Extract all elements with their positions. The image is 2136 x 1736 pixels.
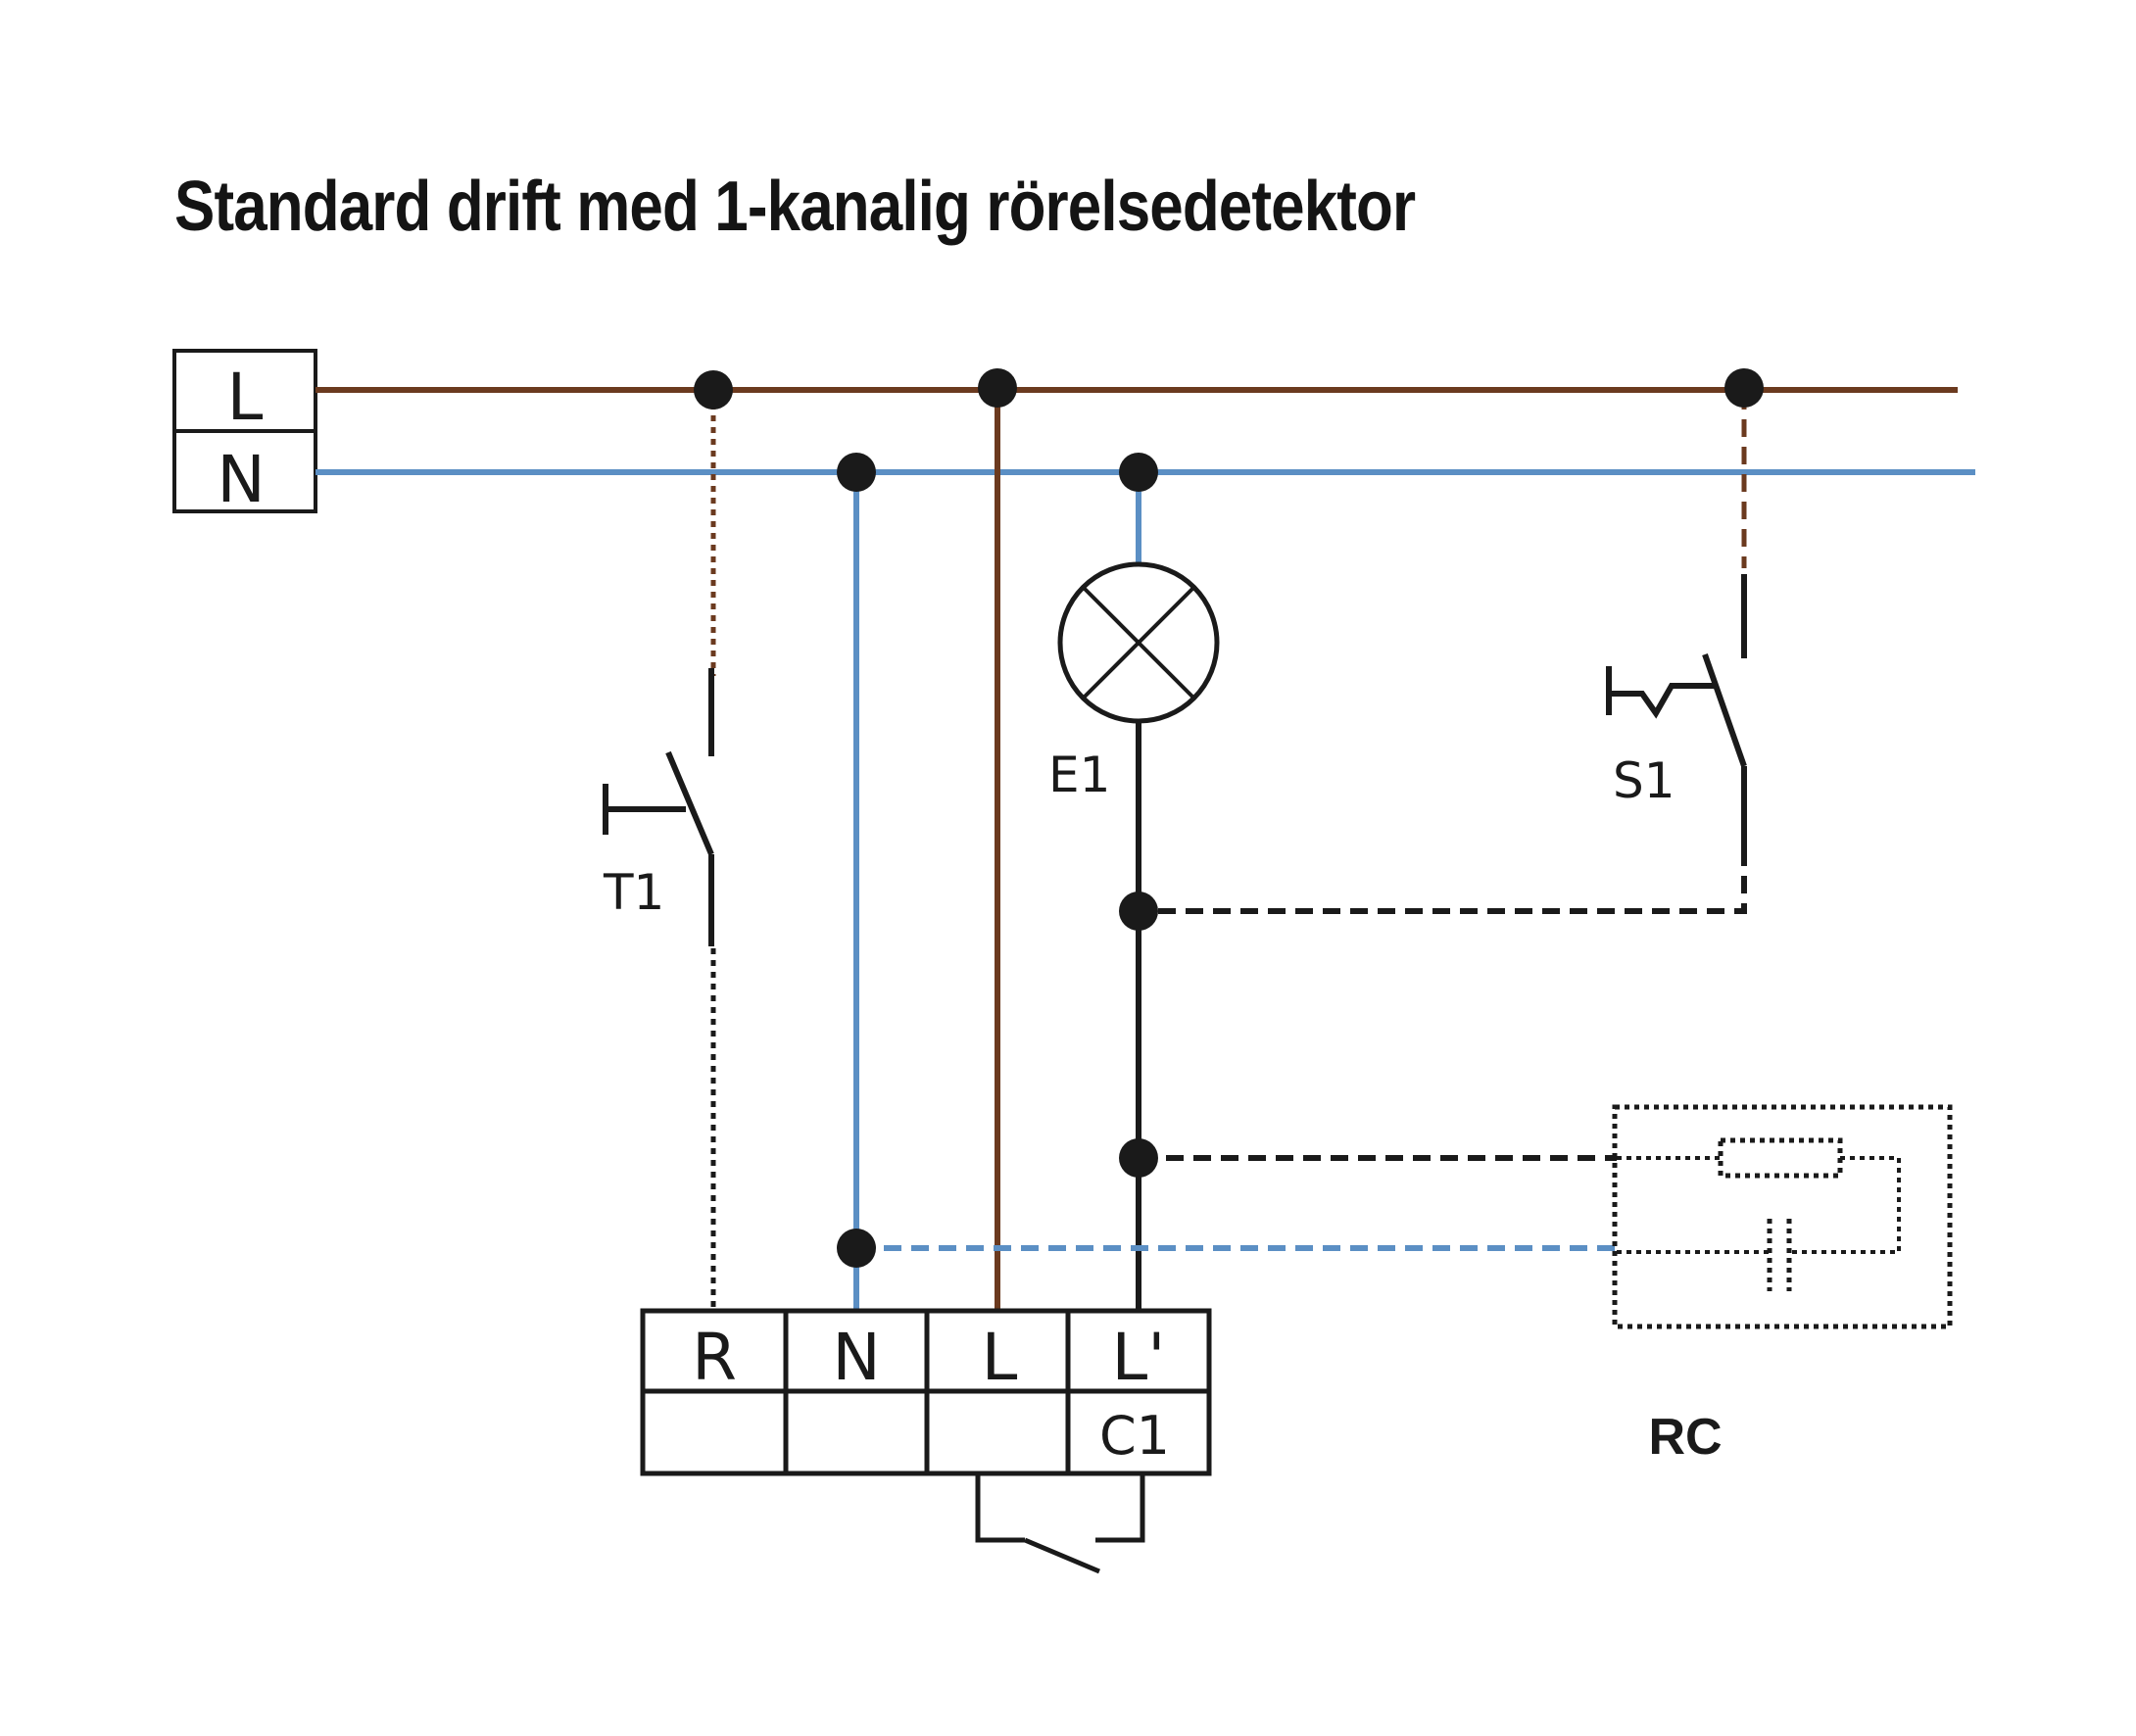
- relay-contact-icon: [975, 1473, 1145, 1574]
- junction-dot: [694, 370, 733, 410]
- terminal-block: R N L L' C1: [640, 1308, 1212, 1476]
- supply-block: L N: [172, 349, 317, 517]
- rc-label: RC: [1648, 1409, 1722, 1466]
- s1-to-load-wire: [1139, 848, 1747, 914]
- lamp-cross-circle-icon: [1057, 561, 1220, 724]
- terminal-label-l: L: [982, 1320, 1018, 1395]
- pushbutton-label: T1: [603, 864, 664, 921]
- junction-dot: [837, 1229, 876, 1268]
- junction-dot: [837, 453, 876, 492]
- supply-label-n: N: [217, 442, 265, 517]
- junction-dot: [978, 368, 1017, 408]
- junction-dot: [1119, 1138, 1158, 1178]
- junction-dot: [1119, 453, 1158, 492]
- sensor-label: S1: [1613, 752, 1675, 809]
- supply-label-l: L: [227, 360, 264, 435]
- page-title: Standard drift med 1-kanalig rörelsedete…: [174, 168, 1416, 246]
- pushbutton-switch-icon: [603, 668, 714, 946]
- terminal-label-n: N: [832, 1320, 880, 1395]
- junction-dot: [1119, 892, 1158, 931]
- rc-snubber-icon: [1612, 1104, 1953, 1329]
- junction-dot: [1724, 368, 1764, 408]
- terminal-label-r: R: [692, 1320, 737, 1395]
- lamp-label: E1: [1048, 747, 1110, 803]
- junction-dots: [694, 368, 1764, 1268]
- terminal-bottom-label-c1: C1: [1099, 1405, 1170, 1467]
- terminal-label-lprime: L': [1112, 1320, 1166, 1395]
- motion-sensor-switch-icon: [1606, 574, 1747, 848]
